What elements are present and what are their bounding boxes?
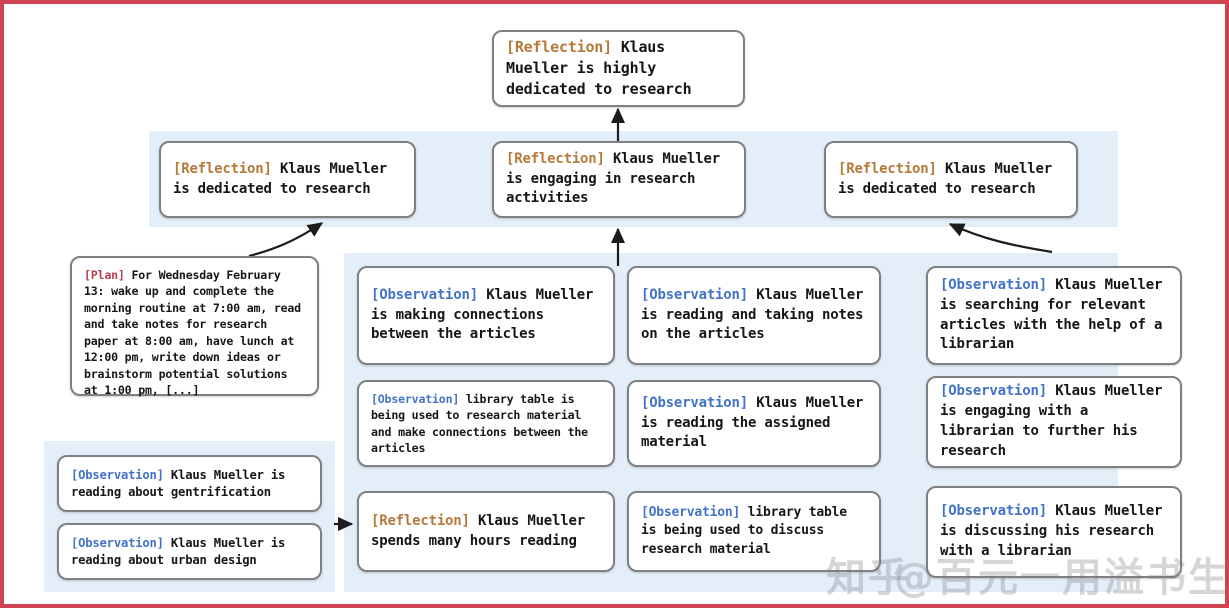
reflection-3-text: [Reflection] Klaus Mueller is dedicated … bbox=[838, 160, 1064, 200]
observation-tag: [Observation] bbox=[371, 392, 459, 406]
observation-tag: [Observation] bbox=[940, 383, 1047, 399]
column-two-node-3[interactable]: [Observation] library table is being use… bbox=[627, 491, 881, 572]
column-three-2-text: [Observation] Klaus Mueller is engaging … bbox=[940, 382, 1168, 462]
reflection-node-2[interactable]: [Reflection] Klaus Mueller is engaging i… bbox=[492, 141, 746, 218]
plan-tag: [Plan] bbox=[84, 268, 125, 282]
column-one-3-text: [Reflection] Klaus Mueller spends many h… bbox=[371, 512, 601, 552]
column-three-node-1[interactable]: [Observation] Klaus Mueller is searching… bbox=[926, 266, 1182, 365]
observation-tag: [Observation] bbox=[641, 505, 740, 520]
column-one-node-1[interactable]: [Observation] Klaus Mueller is making co… bbox=[357, 266, 615, 365]
reflection-tag: [Reflection] bbox=[838, 161, 937, 177]
left-observation-2-text: [Observation] Klaus Mueller is reading a… bbox=[71, 535, 308, 569]
root-reflection-node[interactable]: [Reflection] Klaus Mueller is highly ded… bbox=[492, 30, 745, 107]
column-two-2-text: [Observation] Klaus Mueller is reading t… bbox=[641, 394, 867, 454]
reflection-2-text: [Reflection] Klaus Mueller is engaging i… bbox=[506, 150, 732, 210]
column-three-node-2[interactable]: [Observation] Klaus Mueller is engaging … bbox=[926, 376, 1182, 468]
plan-node[interactable]: [Plan] For Wednesday February 13: wake u… bbox=[70, 256, 319, 396]
reflection-tag: [Reflection] bbox=[506, 38, 612, 56]
reflection-tag: [Reflection] bbox=[371, 513, 470, 529]
column-one-2-text: [Observation] library table is being use… bbox=[371, 391, 601, 457]
column-three-1-text: [Observation] Klaus Mueller is searching… bbox=[940, 276, 1168, 356]
reflection-tag: [Reflection] bbox=[506, 151, 605, 167]
observation-tag: [Observation] bbox=[940, 277, 1047, 293]
column-one-node-2[interactable]: [Observation] library table is being use… bbox=[357, 380, 615, 467]
column-two-node-1[interactable]: [Observation] Klaus Mueller is reading a… bbox=[627, 266, 881, 365]
column-two-node-2[interactable]: [Observation] Klaus Mueller is reading t… bbox=[627, 380, 881, 467]
observation-tag: [Observation] bbox=[940, 503, 1047, 519]
reflection-node-1[interactable]: [Reflection] Klaus Mueller is dedicated … bbox=[159, 141, 416, 218]
observation-tag: [Observation] bbox=[641, 287, 748, 303]
left-observation-1-text: [Observation] Klaus Mueller is reading a… bbox=[71, 467, 308, 501]
reflection-node-3[interactable]: [Reflection] Klaus Mueller is dedicated … bbox=[824, 141, 1078, 218]
node-body: For Wednesday February 13: wake up and c… bbox=[84, 268, 308, 397]
column-two-1-text: [Observation] Klaus Mueller is reading a… bbox=[641, 286, 867, 346]
observation-tag: [Observation] bbox=[371, 287, 478, 303]
column-three-3-text: [Observation] Klaus Mueller is discussin… bbox=[940, 502, 1168, 562]
observation-tag: [Observation] bbox=[71, 536, 164, 550]
left-observation-node-1[interactable]: [Observation] Klaus Mueller is reading a… bbox=[57, 455, 322, 512]
reflection-1-text: [Reflection] Klaus Mueller is dedicated … bbox=[173, 160, 402, 200]
observation-tag: [Observation] bbox=[641, 395, 748, 411]
column-one-node-3[interactable]: [Reflection] Klaus Mueller spends many h… bbox=[357, 491, 615, 572]
column-one-1-text: [Observation] Klaus Mueller is making co… bbox=[371, 286, 601, 346]
reflection-tag: [Reflection] bbox=[173, 161, 272, 177]
observation-tag: [Observation] bbox=[71, 468, 164, 482]
diagram-canvas: [Reflection] Klaus Mueller is highly ded… bbox=[4, 4, 1229, 612]
left-observation-node-2[interactable]: [Observation] Klaus Mueller is reading a… bbox=[57, 523, 322, 580]
root-reflection-text: [Reflection] Klaus Mueller is highly ded… bbox=[506, 37, 731, 101]
column-two-3-text: [Observation] library table is being use… bbox=[641, 504, 867, 559]
plan-text: [Plan] For Wednesday February 13: wake u… bbox=[84, 267, 305, 399]
column-three-node-3[interactable]: [Observation] Klaus Mueller is discussin… bbox=[926, 486, 1182, 578]
